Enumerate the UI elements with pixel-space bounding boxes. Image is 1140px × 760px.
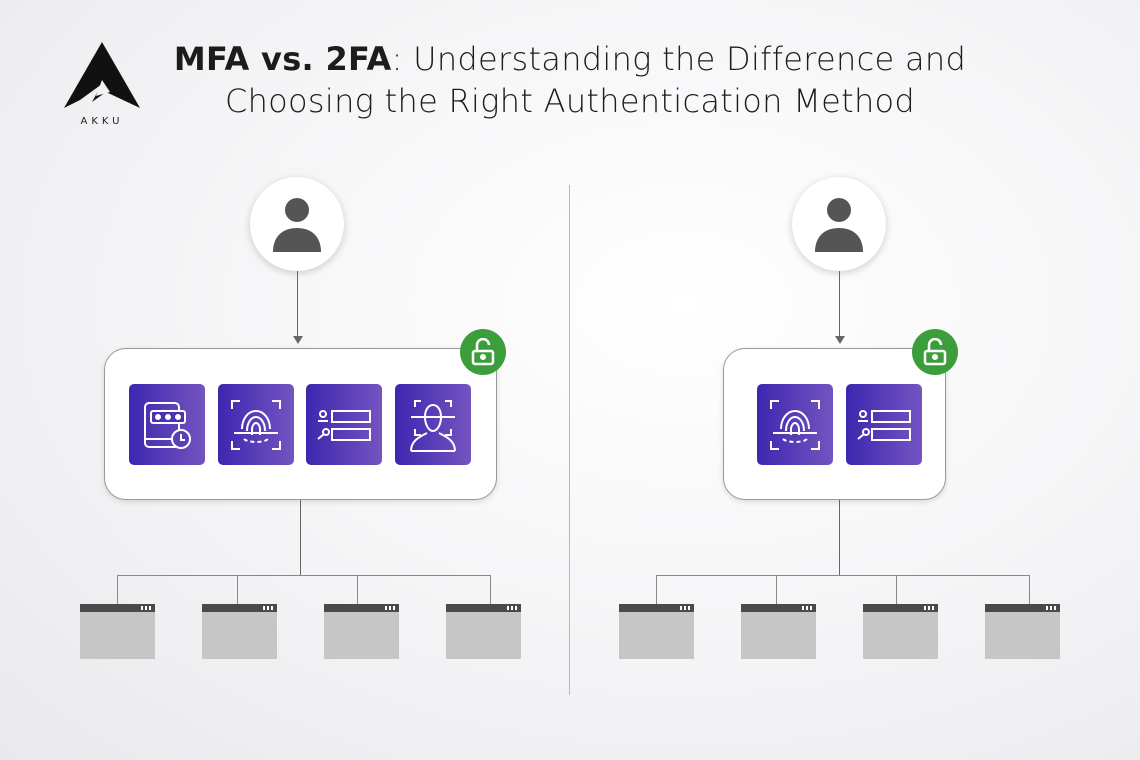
mfa-drop-line: [357, 575, 358, 604]
face-recognition-icon: [395, 384, 471, 465]
mfa-user-avatar: [250, 177, 344, 271]
otp-device-icon: [129, 384, 205, 465]
2fa-arrow-down-icon: [834, 336, 845, 344]
app-window-icon: [446, 604, 521, 659]
title-bold: MFA vs. 2FA: [173, 40, 392, 78]
2fa-connector-line: [839, 271, 840, 339]
app-window-icon: [985, 604, 1060, 659]
mfa-drop-line: [117, 575, 118, 604]
2fa-drop-line: [656, 575, 657, 604]
2fa-user-avatar: [792, 177, 886, 271]
akku-logo: [62, 40, 142, 130]
app-window-icon: [619, 604, 694, 659]
2fa-drop-line: [896, 575, 897, 604]
mfa-trunk-line: [300, 500, 301, 575]
mfa-drop-line: [237, 575, 238, 604]
2fa-trunk-line: [839, 500, 840, 575]
mfa-drop-line: [490, 575, 491, 604]
user-icon: [273, 198, 321, 252]
2fa-drop-line: [1029, 575, 1030, 604]
2fa-branch-line: [656, 575, 1029, 576]
mfa-branch-line: [117, 575, 490, 576]
title-rest: : Understanding the Difference and: [391, 40, 967, 78]
logo-text: AKKU: [80, 116, 124, 127]
app-window-icon: [80, 604, 155, 659]
app-window-icon: [741, 604, 816, 659]
fingerprint-scan-icon: [757, 384, 833, 465]
mfa-arrow-down-icon: [292, 336, 303, 344]
2fa-unlock-icon: [912, 329, 958, 375]
app-window-icon: [324, 604, 399, 659]
mfa-connector-line: [297, 271, 298, 339]
divider: [569, 185, 570, 695]
2fa-drop-line: [776, 575, 777, 604]
page-title: MFA vs. 2FA: Understanding the Differenc…: [150, 38, 990, 122]
mfa-unlock-icon: [460, 329, 506, 375]
title-line2: Choosing the Right Authentication Method: [224, 82, 916, 120]
fingerprint-scan-icon: [218, 384, 294, 465]
username-password-icon: [306, 384, 382, 465]
user-icon: [815, 198, 863, 252]
app-window-icon: [202, 604, 277, 659]
app-window-icon: [863, 604, 938, 659]
username-password-icon: [846, 384, 922, 465]
